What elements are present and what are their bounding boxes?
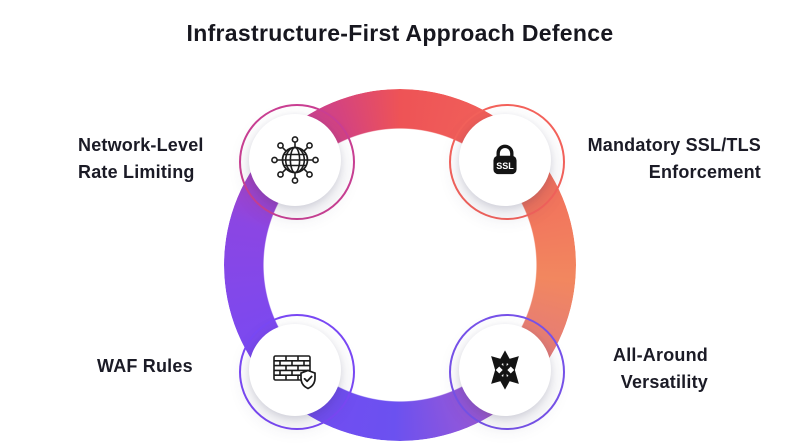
- node-circle: SSL: [459, 114, 551, 206]
- label-line: All-Around: [613, 345, 708, 365]
- node-outline-ring: [239, 314, 355, 430]
- node-circle: [459, 324, 551, 416]
- page-title: Infrastructure-First Approach Defence: [186, 20, 614, 46]
- node-circle: [249, 114, 341, 206]
- node-outline-ring: [239, 104, 355, 220]
- node-outline-ring: [449, 314, 565, 430]
- label-line: Rate Limiting: [78, 162, 195, 182]
- label-line: Enforcement: [648, 162, 761, 182]
- node-circle: [249, 324, 341, 416]
- globe-network-icon: [271, 136, 319, 184]
- label-line: WAF Rules: [97, 356, 193, 376]
- label-line: Network-Level: [78, 135, 204, 155]
- label-network-rate-limiting: Network-Level Rate Limiting: [78, 132, 204, 186]
- label-ssl-tls-enforcement: Mandatory SSL/TLS Enforcement: [588, 132, 761, 186]
- label-all-around-versatility: All-Around Versatility: [613, 342, 708, 396]
- label-line: Versatility: [620, 372, 708, 392]
- firewall-shield-icon: [273, 355, 316, 390]
- label-line: Mandatory SSL/TLS: [587, 135, 761, 155]
- ssl-padlock-icon: SSL: [493, 144, 517, 175]
- label-waf-rules: WAF Rules: [97, 353, 193, 380]
- ssl-icon-text: SSL: [496, 161, 514, 171]
- node-outline-ring: [449, 104, 565, 220]
- multidirectional-arrows-icon: [491, 350, 519, 390]
